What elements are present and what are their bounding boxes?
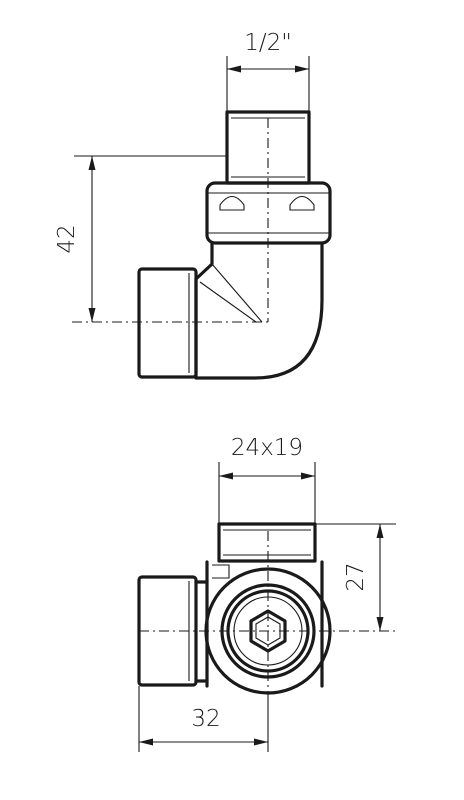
elbow-body [194,241,324,380]
plan-thread-stub [217,522,317,563]
height-27-label: 27 [343,562,369,591]
dimension-width-32: 32 [138,686,269,752]
width-32-label: 32 [191,706,220,732]
dimension-nut-size: 24x19 [218,435,316,524]
dimension-height-42: 42 [54,155,227,322]
dimension-thread-size: 1/2" [226,30,310,112]
thread-size-label: 1/2" [244,30,292,56]
bottom-view: 24x19 27 32 [137,435,396,752]
dimension-height-27: 27 [315,523,396,631]
height-42-label: 42 [54,224,80,253]
nut-size-label: 24x19 [231,435,303,461]
side-socket [137,267,198,379]
top-view: 1/2" 42 [54,30,332,380]
